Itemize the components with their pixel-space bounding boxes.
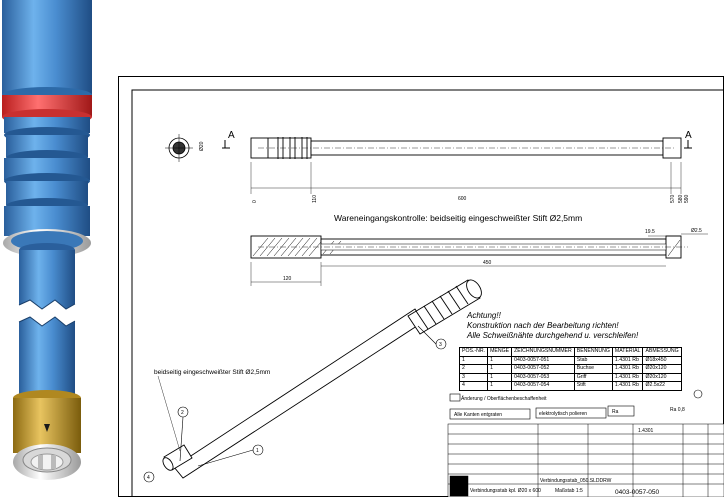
section-label-left: A — [228, 130, 235, 141]
surface-value: Ra — [612, 409, 619, 415]
cell: Ø18x450 — [642, 355, 682, 365]
dim-d-left: Ø20 — [199, 141, 205, 151]
cell: 0403-0057-054 — [511, 381, 575, 391]
cell: 1 — [487, 381, 513, 391]
header-description: BENENNUNG — [573, 347, 613, 357]
cell: 1 — [487, 355, 513, 365]
table-row: 1 1 0403-0057-051 Stab 1.4301 Rb Ø18x450 — [458, 355, 682, 365]
header-material: MATERIAL — [611, 347, 644, 357]
rod-shaft — [18, 250, 76, 400]
roughness: Ra 0,8 — [670, 407, 685, 413]
cell: 2 — [458, 364, 489, 374]
drawing-sheet: Ø20 A A 0 110 570 580 590 600 Wareneinga… — [118, 76, 724, 497]
cell: 1.4301 Rb — [611, 381, 644, 391]
balloons — [143, 325, 447, 483]
dim-right-len: 19.5 — [645, 229, 655, 235]
tb-scale: Maßstab 1:5 — [555, 488, 583, 494]
balloon-1: 1 — [256, 448, 259, 454]
table-row: 2 1 0403-0057-052 Buchse 1.4301 Rb Ø20x1… — [458, 364, 682, 374]
surface-note-2: elektrolytisch polieren — [539, 411, 587, 417]
dim-x0: 0 — [252, 200, 258, 203]
tb-file-name: Verbindungsstab_050.SLDDRW — [540, 478, 612, 484]
cell: 1.4301 Rb — [611, 355, 644, 365]
cell: 3 — [458, 372, 489, 382]
dim-insert: 120 — [283, 276, 292, 282]
cell: 0403-0057-051 — [511, 355, 575, 365]
note-attention-1: Achtung!! — [466, 311, 502, 320]
cell: 0403-0057-053 — [511, 372, 575, 382]
cell: Ø20x120 — [642, 364, 682, 374]
cell: Stab — [573, 355, 613, 365]
parts-table: POS.-NR. MENGE ZEICHNUNGSNUMMER BENENNUN… — [458, 347, 682, 391]
section-view — [250, 235, 688, 259]
dim-x3: 580 — [678, 194, 684, 203]
table-row: 3 1 0403-0057-053 Griff 1.4301 Rb Ø20x12… — [458, 372, 682, 382]
tb-description: Verbindungsstab kpl. Ø20 x 600 — [470, 488, 541, 494]
note-attention-2: Konstruktion nach der Bearbeitung richte… — [467, 321, 619, 330]
side-view — [250, 137, 682, 159]
balloon-4: 4 — [147, 475, 150, 481]
cell: Griff — [573, 372, 613, 382]
cell: Ø20x120 — [642, 372, 682, 382]
dim-pin-d: Ø2.5 — [691, 228, 702, 234]
tb-drawing-number: 0403-0057-050 — [615, 489, 659, 496]
dim-x2: 570 — [670, 194, 676, 203]
end-sleeve — [13, 390, 81, 480]
header-drawing-number: ZEICHNUNGSNUMMER — [511, 347, 575, 357]
title-block — [447, 423, 724, 497]
cell: 4 — [458, 381, 489, 391]
surface-title: Änderung / Oberflächenbeschaffenheit — [461, 395, 547, 402]
end-view — [165, 134, 193, 162]
header-dimension: ABMESSUNG — [642, 347, 682, 357]
cell: 1 — [487, 364, 513, 374]
cell: 1 — [458, 355, 489, 365]
parts-table-header: POS.-NR. MENGE ZEICHNUNGSNUMMER BENENNUN… — [458, 347, 682, 357]
cell: Ø2.5x22 — [642, 381, 682, 391]
header-qty: MENGE — [487, 347, 513, 357]
cell: Stift — [573, 381, 613, 391]
note-pin: beidseitig eingeschweißter Stift Ø2,5mm — [154, 369, 270, 376]
cell: 1.4301 Rb — [611, 364, 644, 374]
balloon-2: 2 — [181, 410, 184, 416]
dim-x4: 590 — [684, 194, 690, 203]
dim-tube: 450 — [483, 260, 492, 266]
dim-x1: 110 — [312, 195, 318, 203]
surface-note-1: Alle Kanten entgraten — [454, 412, 502, 418]
note-incoming-inspection: Wareneingangskontrolle: beidseitig einge… — [334, 213, 582, 223]
note-attention-3: Alle Schweißnähte durchgehend u. verschl… — [466, 331, 639, 340]
rod-3d-model — [2, 0, 92, 480]
table-row: 4 1 0403-0057-054 Stift 1.4301 Rb Ø2.5x2… — [458, 381, 682, 391]
pin-hole-icon — [44, 424, 50, 432]
grip-body — [2, 0, 92, 257]
section-label-right: A — [685, 130, 692, 141]
cell: 1 — [487, 372, 513, 382]
isometric-view — [162, 279, 482, 479]
cell: Buchse — [573, 364, 613, 374]
cell: 1.4301 Rb — [611, 372, 644, 382]
cell: 0403-0057-052 — [511, 364, 575, 374]
balloon-3: 3 — [439, 342, 442, 348]
header-pos: POS.-NR. — [458, 347, 489, 357]
tb-material: 1.4301 — [638, 428, 654, 434]
dim-overall: 600 — [458, 196, 467, 202]
